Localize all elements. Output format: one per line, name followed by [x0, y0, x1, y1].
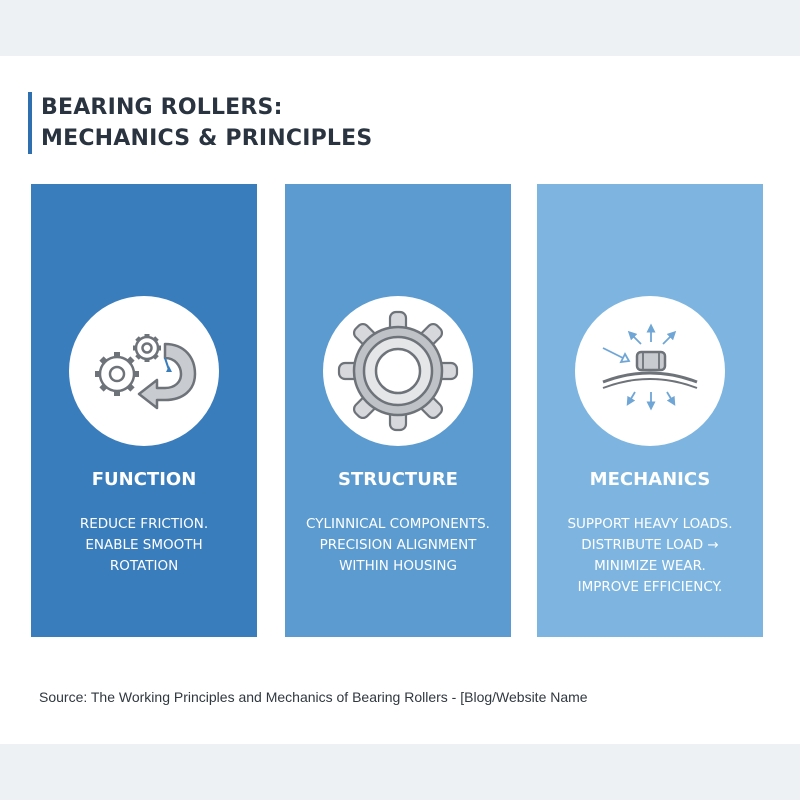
card-mechanics: MECHANICS SUPPORT HEAVY LOADS. DISTRIBUT…	[537, 184, 763, 637]
card-text-structure: CYLINNICAL COMPONENTS. PRECISION ALIGNME…	[289, 514, 507, 577]
card-title-function: FUNCTION	[91, 469, 197, 490]
card-title-structure: STRUCTURE	[338, 469, 458, 490]
card-text-mechanics: SUPPORT HEAVY LOADS. DISTRIBUTE LOAD → M…	[541, 514, 759, 598]
card-line: CYLINNICAL COMPONENTS.	[306, 516, 490, 532]
card-line: REDUCE FRICTION.	[79, 516, 209, 532]
card-title-mechanics: MECHANICS	[589, 469, 711, 490]
card-line: SUPPORT HEAVY LOADS.	[567, 516, 733, 532]
page-title: BEARING ROLLERS: MECHANICS & PRINCIPLES	[28, 92, 372, 154]
source-caption: Source: The Working Principles and Mecha…	[39, 689, 588, 705]
card-line: PRECISION ALIGNMENT	[319, 537, 477, 553]
card-structure: STRUCTURE CYLINNICAL COMPONENTS. PRECISI…	[285, 184, 511, 637]
card-line: IMPROVE EFFICIENCY.	[577, 579, 723, 595]
title-line-1: BEARING ROLLERS:	[41, 95, 283, 120]
card-line: ENABLE SMOOTH	[85, 537, 203, 553]
roller-bearing-icon	[323, 296, 473, 446]
gears-rotation-icon	[69, 296, 219, 446]
card-line: DISTRIBUTE LOAD →	[581, 537, 719, 553]
title-line-2: MECHANICS & PRINCIPLES	[41, 126, 373, 151]
card-line: WITHIN HOUSING	[339, 558, 457, 574]
card-text-function: REDUCE FRICTION. ENABLE SMOOTH ROTATION	[35, 514, 253, 577]
card-function: FUNCTION REDUCE FRICTION. ENABLE SMOOTH …	[31, 184, 257, 637]
load-distribution-icon	[575, 296, 725, 446]
card-line: ROTATION	[109, 558, 179, 574]
infographic-slide: BEARING ROLLERS: MECHANICS & PRINCIPLES	[0, 56, 800, 744]
card-line: MINIMIZE WEAR.	[594, 558, 706, 574]
